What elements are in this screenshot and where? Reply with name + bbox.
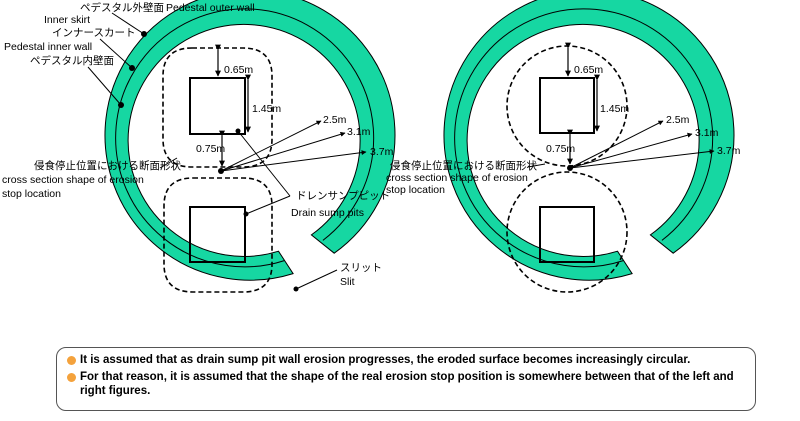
inner-skirt-leader xyxy=(99,38,133,69)
right-cross-section-label-en-2: stop location xyxy=(386,184,445,196)
right-radius-label-2: 3.1m xyxy=(695,127,719,139)
left-upper-pit xyxy=(189,77,246,135)
note-text: It is assumed that as drain sump pit wal… xyxy=(80,354,691,366)
drain-pit-leader-dot-upper xyxy=(235,128,241,134)
outer-wall-leader xyxy=(111,12,145,35)
note-item: For that reason, it is assumed that the … xyxy=(67,370,745,398)
bullet-icon xyxy=(67,373,76,382)
inner-skirt-label-en: Inner skirt xyxy=(44,14,90,26)
left-cross-section-label-en-2: stop location xyxy=(2,188,61,200)
inner-skirt-leader-dot xyxy=(129,65,135,71)
right-pit-label: 1.45m xyxy=(600,103,629,115)
left-radius-label-2: 3.1m xyxy=(347,126,371,138)
right-center-gap-label: 0.75m xyxy=(546,143,575,155)
left-radius-label-3: 3.7m xyxy=(370,146,394,158)
notes-box: It is assumed that as drain sump pit wal… xyxy=(56,347,756,411)
left-center-gap-label: 0.75m xyxy=(196,143,225,155)
right-radius-arrow-2 xyxy=(569,132,693,169)
left-gap-label: 0.65m xyxy=(224,64,253,76)
inner-skirt-label-jp: インナースカート xyxy=(52,27,135,39)
right-radius-arrow-1 xyxy=(569,120,664,169)
right-cross-section-label-jp: 侵食停止位置における断面形状 xyxy=(390,159,537,172)
right-radius-label-1: 2.5m xyxy=(666,114,690,126)
left-radius-arrow-1 xyxy=(220,120,322,172)
slit-label-jp: スリット xyxy=(340,262,382,274)
right-cross-section-leader xyxy=(527,163,546,168)
left-radius-arrow-3 xyxy=(220,150,367,172)
left-cross-section-label-jp: 侵食停止位置における断面形状 xyxy=(34,159,181,172)
slit-leader-dot xyxy=(293,286,299,292)
right-cross-section-label-en-1: cross section shape of erosion xyxy=(386,172,528,184)
left-cross-section-leader xyxy=(159,157,178,169)
slit-leader xyxy=(295,269,338,290)
inner-wall-leader xyxy=(87,66,122,106)
inner-wall-label-en: Pedestal inner wall xyxy=(4,41,92,53)
left-pedestal-ring xyxy=(104,0,396,281)
left-cross-section-label-en-1: cross section shape of erosion xyxy=(2,174,144,186)
note-text: For that reason, it is assumed that the … xyxy=(80,371,734,397)
left-upper-erosion-outline xyxy=(162,47,273,168)
inner-wall-leader-dot xyxy=(118,102,124,108)
right-radius-label-3: 3.7m xyxy=(717,145,741,157)
pedestal-diagram: 0.65m 1.45m 0.75m 2.5m 3.1m 3.7m ペデスタル外壁… xyxy=(2,0,741,293)
outer-wall-leader-dot xyxy=(141,31,147,37)
right-radius-arrow-3 xyxy=(569,149,715,169)
right-gap-label: 0.65m xyxy=(574,64,603,76)
note-item: It is assumed that as drain sump pit wal… xyxy=(67,353,745,367)
drain-pit-leader-upper xyxy=(237,130,291,197)
right-lower-pit xyxy=(539,206,595,263)
drain-pit-leader-lower xyxy=(245,195,291,215)
slit-label-en: Slit xyxy=(340,276,355,288)
bullet-icon xyxy=(67,356,76,365)
drain-pit-leader-dot-lower xyxy=(243,211,249,217)
left-lower-erosion-outline xyxy=(163,177,273,293)
left-figure: 0.65m 1.45m 0.75m 2.5m 3.1m 3.7m ペデスタル外壁… xyxy=(2,0,396,293)
right-figure: 0.65m 1.45m 0.75m 2.5m 3.1m 3.7m 侵食停止位置に… xyxy=(386,0,741,293)
left-inner-skirt-line xyxy=(115,8,375,268)
right-pedestal-ring xyxy=(443,0,735,281)
left-radius-arrow-2 xyxy=(220,131,346,172)
left-pit-label: 1.45m xyxy=(252,103,281,115)
inner-wall-label-jp: ペデスタル内壁面 xyxy=(30,54,114,67)
left-radius-label-1: 2.5m xyxy=(323,114,347,126)
left-lower-pit xyxy=(189,206,246,263)
right-lower-erosion-outline xyxy=(506,171,628,293)
right-upper-pit xyxy=(539,77,595,134)
drain-pit-label-jp: ドレンサンプピット xyxy=(296,190,390,202)
drain-pit-label-en: Drain sump pits xyxy=(291,207,364,219)
